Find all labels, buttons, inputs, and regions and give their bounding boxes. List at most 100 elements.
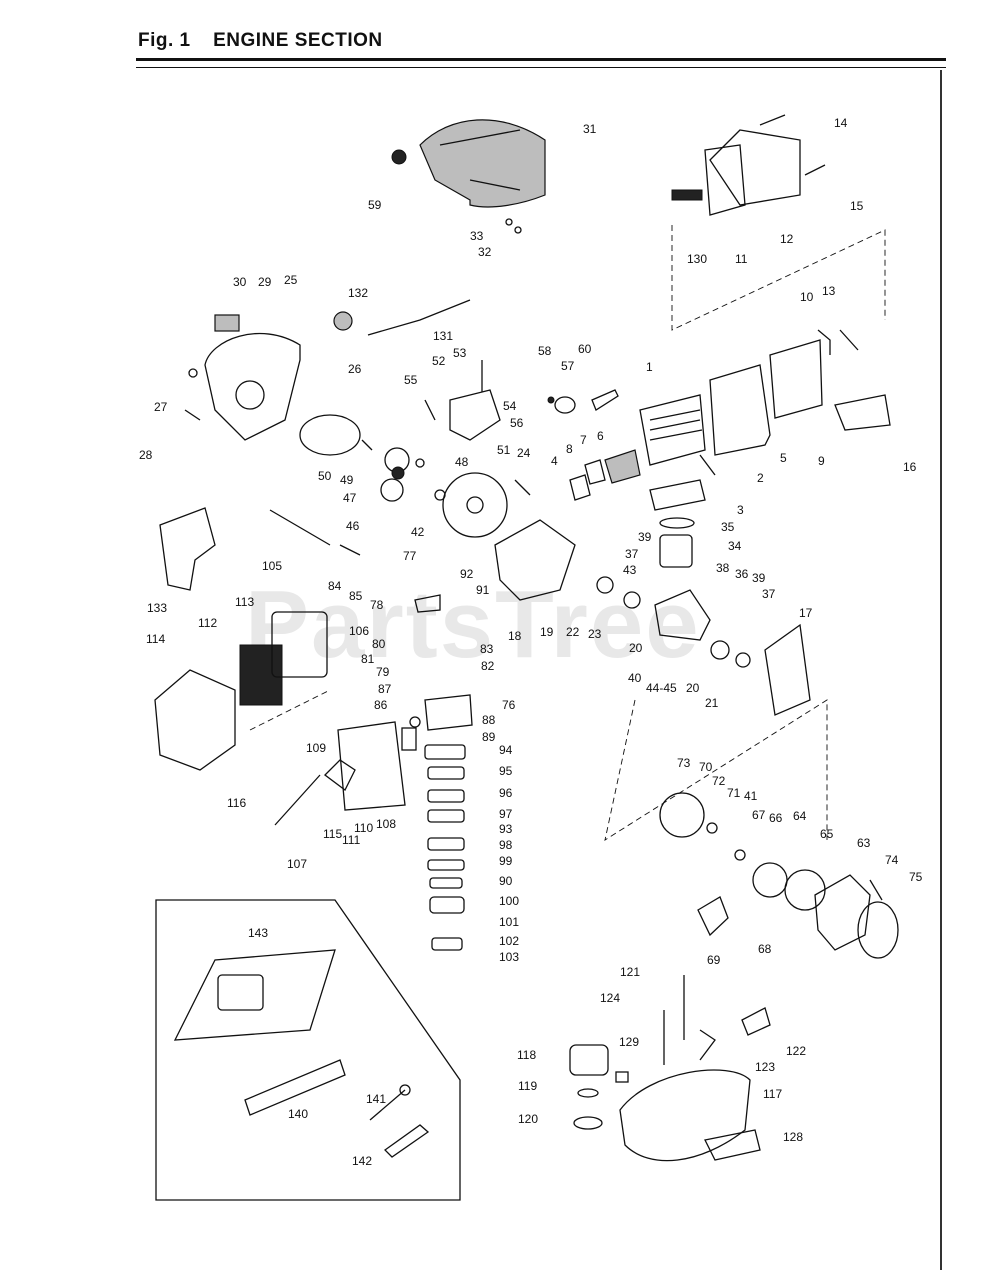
callout-129: 129 [619,1035,639,1049]
callout-37a: 37 [625,547,639,561]
plug-87-part [409,716,421,728]
callout-50: 50 [318,469,332,483]
callout-14: 14 [834,116,848,130]
callout-113: 113 [235,595,254,609]
callout-87: 87 [378,682,392,696]
callout-8: 8 [566,442,573,456]
wire-131-part [367,299,471,336]
crankcase-half-part [764,623,811,716]
washer-48-part [415,458,425,468]
decal-30-part [214,314,240,332]
filter-122-part [741,1007,771,1036]
callout-49: 49 [340,473,354,487]
callout-40: 40 [628,671,642,685]
callout-33: 33 [470,229,484,243]
callout-80: 80 [372,637,386,651]
starter-housing-part [204,332,301,441]
callout-93: 93 [499,822,513,836]
callout-89: 89 [482,730,496,744]
callout-9: 9 [818,454,825,468]
callout-5: 5 [780,451,787,465]
callout-92: 92 [460,567,474,581]
bearing-20-part [710,640,730,660]
callout-141: 141 [366,1092,386,1106]
carb-99-part [427,859,465,871]
callout-100: 100 [499,894,519,908]
callout-29: 29 [258,275,272,289]
callout-85: 85 [349,589,363,603]
callout-24: 24 [517,446,531,460]
cap-118-part [569,1044,609,1076]
callout-73: 73 [677,756,691,770]
bolt-49-50 [361,439,373,451]
callout-11: 11 [735,252,748,266]
callout-4: 4 [551,454,558,468]
callout-31: 31 [583,122,597,136]
callout-111: 111 [342,833,361,847]
callout-63: 63 [857,836,871,850]
flywheel-hub [466,496,484,514]
callout-96: 96 [499,786,513,800]
gasket-3-part [649,479,706,511]
boot-part [554,396,576,414]
pawl-72-part [706,822,718,834]
callout-70: 70 [699,760,713,774]
callout-121: 121 [620,965,640,979]
clip-58-part [547,396,555,404]
callout-54: 54 [503,399,517,413]
carb-102-part [431,937,463,951]
callout-32: 32 [478,245,492,259]
frame-133-part [159,507,216,591]
lever-78-part [414,594,441,613]
bearing-22-part [596,576,614,594]
callout-20a: 20 [629,641,643,655]
crankshaft-part [654,589,711,641]
callout-72: 72 [712,774,726,788]
intake-4-part [569,474,591,501]
screw-33-part [505,218,513,226]
callout-27: 27 [154,400,168,414]
callout-34: 34 [728,539,742,553]
watermark: PartsTree [245,571,701,678]
group-outline-starter [604,699,828,841]
callout-118: 118 [517,1048,536,1062]
callout-37b: 37 [762,587,776,601]
callout-56: 56 [510,416,524,430]
shaft-84-part [339,544,361,556]
callout-114: 114 [146,632,165,646]
starter-hub-part [235,380,265,410]
figure-label: Fig. 1 [138,30,191,51]
callout-60: 60 [578,342,592,356]
cap-120-part [573,1116,603,1130]
callout-131: 131 [433,329,453,343]
callout-26: 26 [348,362,362,376]
clutch-46-part [380,478,404,502]
washer-67-part [734,849,746,861]
callout-69: 69 [707,953,721,967]
gasket-kit-inner [217,974,264,1011]
callout-74: 74 [885,853,899,867]
callout-46: 46 [346,519,360,533]
callout-15: 15 [850,199,864,213]
carb-body-part [424,694,473,731]
carb-96-part [427,789,465,803]
pin-24-part [514,479,531,496]
callout-52: 52 [432,354,446,368]
carb-94-part [424,744,466,760]
carb-90-part [429,877,463,889]
callout-44-45: 44-45 [646,681,677,695]
piston-part [659,534,693,568]
callout-28: 28 [139,448,153,462]
engine-cover-detail [439,129,521,191]
callout-59: 59 [368,198,382,212]
rope-reel-64-part [752,862,788,898]
callout-47: 47 [343,491,357,505]
air-filter-part [271,611,328,678]
grommet-132-part [333,311,353,331]
screw-55-part [424,399,436,421]
wrench-142-part [383,1124,430,1158]
cylinder-fins [649,409,703,441]
cap-part [391,149,407,165]
